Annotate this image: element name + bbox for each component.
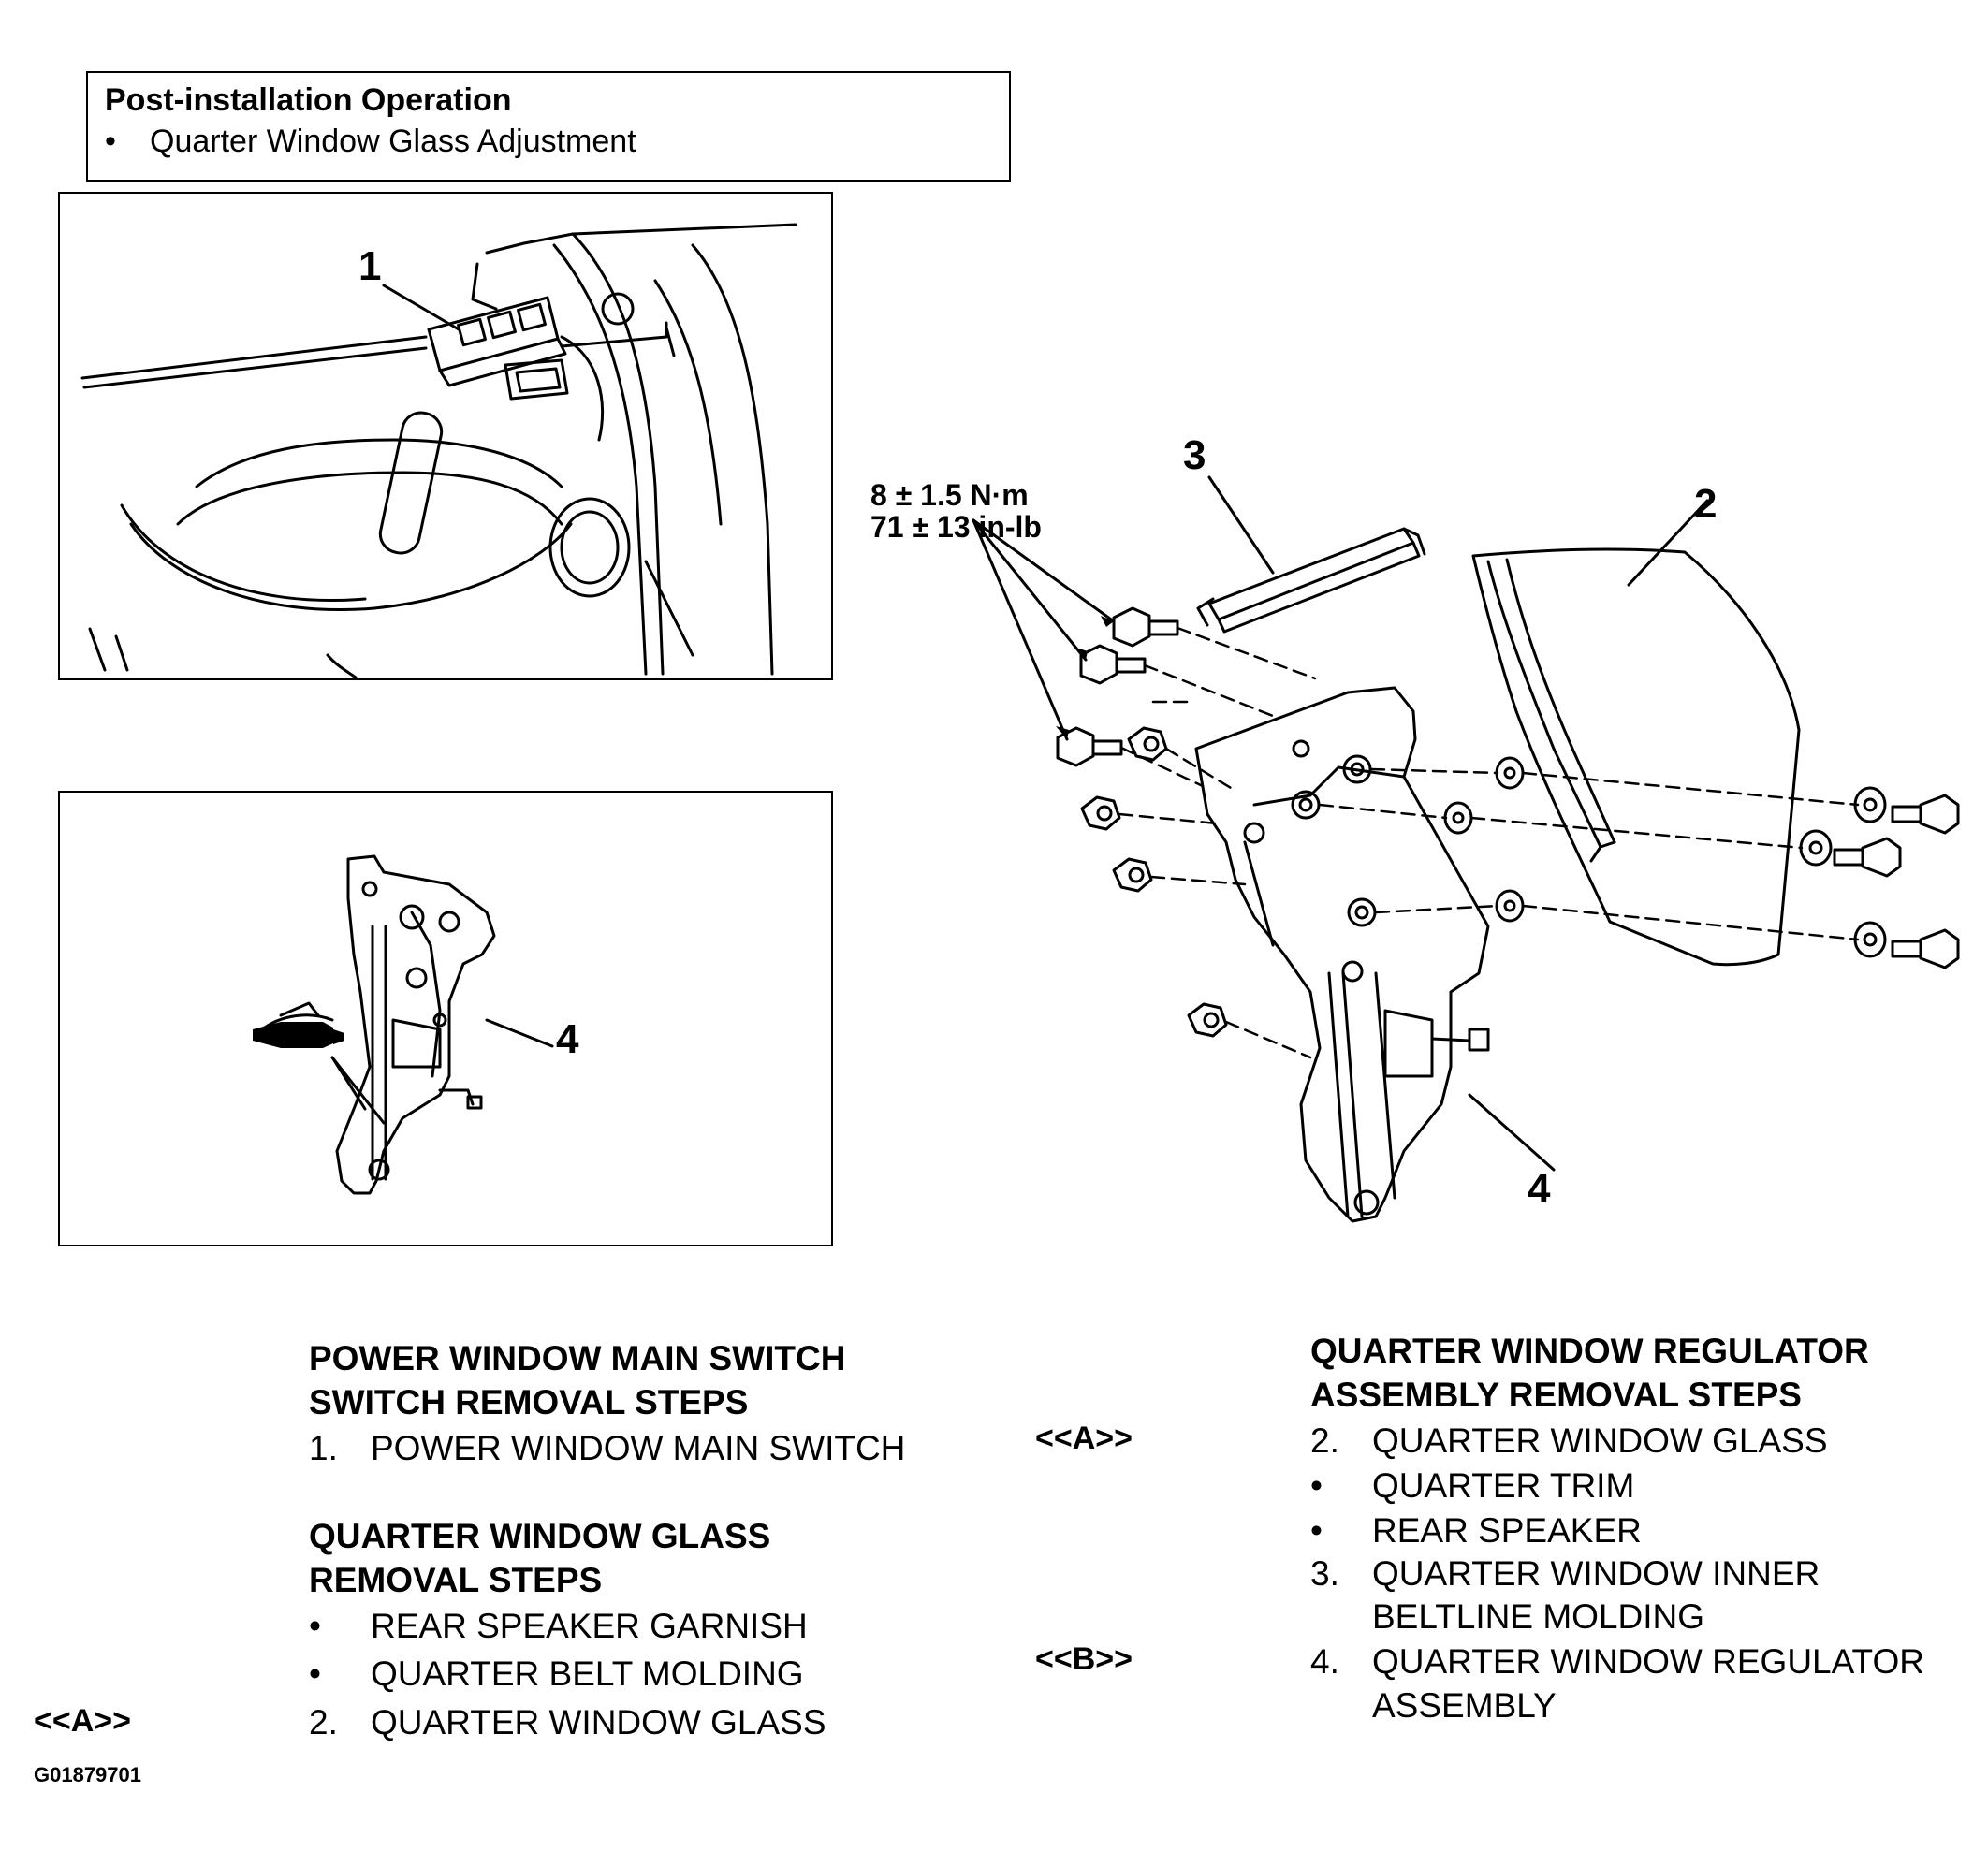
step-text: BELTLINE MOLDING xyxy=(1372,1597,1705,1636)
regulator-steps-heading-2: ASSEMBLY REMOVAL STEPS xyxy=(1310,1376,1802,1414)
step-text: REAR SPEAKER xyxy=(1372,1511,1642,1550)
torque-nm: 8 ± 1.5 N·m xyxy=(870,478,1029,512)
regulator-removal-figure xyxy=(58,791,833,1246)
tool-icon xyxy=(253,1022,344,1048)
figure-id: G01879701 xyxy=(34,1763,141,1786)
torque-inlb: 71 ± 13 in-lb xyxy=(870,510,1042,544)
regulator-step: ASSEMBLY xyxy=(1310,1683,1557,1727)
main-exploded-drawing xyxy=(972,475,1960,1223)
step-bullet: • xyxy=(1310,1511,1323,1550)
callout-4-main: 4 xyxy=(1528,1166,1551,1212)
callout-4-inset: 4 xyxy=(556,1016,579,1062)
step-text: QUARTER TRIM xyxy=(1372,1466,1635,1505)
regulator-step: • QUARTER TRIM xyxy=(1310,1464,1634,1508)
service-point-marker-a: <<A>> xyxy=(34,1703,131,1739)
door-trim-drawing xyxy=(80,223,797,679)
switch-step: 1. POWER WINDOW MAIN SWITCH xyxy=(309,1426,905,1470)
step-bullet: • xyxy=(1310,1466,1323,1505)
power-window-switch-drawing xyxy=(382,284,567,387)
step-text: QUARTER WINDOW REGULATOR xyxy=(1372,1642,1924,1681)
regulator-step: 4. QUARTER WINDOW REGULATOR xyxy=(1310,1640,1924,1683)
glass-step: 2. QUARTER WINDOW GLASS xyxy=(309,1700,826,1744)
step-text: QUARTER WINDOW GLASS xyxy=(371,1703,826,1742)
regulator-step: 3. QUARTER WINDOW INNER xyxy=(1310,1552,1820,1596)
callout-1: 1 xyxy=(358,243,382,289)
post-installation-item-text: Quarter Window Glass Adjustment xyxy=(150,124,636,159)
step-text: QUARTER WINDOW GLASS xyxy=(1372,1421,1828,1460)
glass-steps-heading-1: QUARTER WINDOW GLASS xyxy=(309,1517,771,1555)
switch-steps-heading-2: SWITCH REMOVAL STEPS xyxy=(309,1383,749,1421)
glass-step: • REAR SPEAKER GARNISH xyxy=(309,1604,808,1648)
step-number: 2. xyxy=(1310,1421,1339,1460)
callout-3: 3 xyxy=(1183,432,1206,478)
post-installation-title: Post-installation Operation xyxy=(105,82,512,118)
regulator-step: 2. QUARTER WINDOW GLASS xyxy=(1310,1419,1828,1463)
assembly-lines xyxy=(1118,626,1860,1059)
bolt-icon xyxy=(1056,606,1960,969)
torque-arrowheads xyxy=(1056,616,1114,739)
step-text: REAR SPEAKER GARNISH xyxy=(371,1607,808,1645)
step-text: POWER WINDOW MAIN SWITCH xyxy=(371,1429,906,1467)
step-text: QUARTER WINDOW INNER xyxy=(1372,1554,1820,1593)
step-number: 4. xyxy=(1310,1642,1339,1681)
step-text: QUARTER BELT MOLDING xyxy=(371,1654,804,1693)
step-text: ASSEMBLY xyxy=(1372,1686,1557,1725)
step-bullet: • xyxy=(309,1654,321,1693)
step-number: 3. xyxy=(1310,1554,1339,1593)
glass-steps-heading-2: REMOVAL STEPS xyxy=(309,1561,603,1599)
step-number: 1. xyxy=(309,1429,338,1467)
bullet: • xyxy=(105,124,116,159)
door-trim-panel-figure xyxy=(58,192,833,680)
switch-steps-heading-1: POWER WINDOW MAIN SWITCH xyxy=(309,1339,846,1377)
regulator-step: • REAR SPEAKER xyxy=(1310,1508,1642,1552)
step-number: 2. xyxy=(309,1703,338,1742)
regulator-step: BELTLINE MOLDING xyxy=(1310,1595,1704,1639)
post-installation-item: • Quarter Window Glass Adjustment xyxy=(105,124,636,160)
step-bullet: • xyxy=(309,1607,321,1645)
service-point-marker-b: <<B>> xyxy=(1035,1641,1133,1677)
glass-step: • QUARTER BELT MOLDING xyxy=(309,1652,804,1696)
post-installation-box xyxy=(86,71,1011,182)
regulator-steps-heading-1: QUARTER WINDOW REGULATOR xyxy=(1310,1332,1869,1370)
service-point-marker-a: <<A>> xyxy=(1035,1421,1133,1456)
callout-2: 2 xyxy=(1694,481,1718,527)
